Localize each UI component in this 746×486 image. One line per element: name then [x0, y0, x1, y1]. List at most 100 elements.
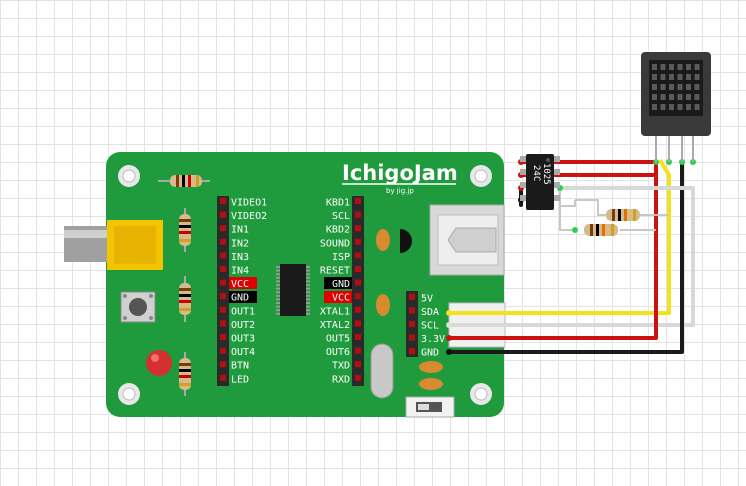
- gnd-label-bg: [324, 277, 352, 289]
- sensor-vent: [652, 64, 657, 70]
- sensor-vent: [669, 74, 674, 80]
- vcc-label-bg: [324, 291, 352, 303]
- sensor-vent: [694, 64, 700, 70]
- chip-leg: [276, 273, 280, 276]
- header-pin: [220, 211, 226, 218]
- pullup-lead: [575, 199, 606, 216]
- header-pin: [220, 198, 226, 204]
- i2c-pin-label: GND: [421, 348, 439, 359]
- ichigojam-board: IchigoJam by jig.jp: [64, 152, 505, 418]
- power-wire: [449, 162, 658, 340]
- i2c-pin-label: 3.3V: [421, 334, 445, 345]
- mounting-hole: [118, 165, 140, 187]
- chip-leg: [306, 298, 310, 301]
- pin-label: VIDEO1: [231, 198, 267, 209]
- pin-label: IN4: [231, 266, 249, 277]
- pin-label: VCC: [332, 293, 350, 304]
- chip-leg: [306, 309, 310, 312]
- pin-label: GND: [332, 279, 350, 290]
- sensor-vent: [652, 94, 657, 100]
- sensor-vent: [669, 84, 674, 90]
- capacitor: [376, 229, 390, 251]
- gnd-label-bg: [229, 291, 257, 303]
- eeprom-chip: 24C 1025: [520, 154, 560, 210]
- header-pin: [220, 293, 226, 300]
- chip-leg: [276, 287, 280, 290]
- eeprom-label-line2: 1025: [541, 163, 551, 185]
- sensor-vent: [652, 104, 657, 110]
- chip-leg: [276, 312, 280, 315]
- chip-leg: [276, 302, 280, 304]
- red-led: [146, 350, 172, 376]
- capacitor: [419, 361, 443, 373]
- board-brand: IchigoJam: [342, 161, 458, 185]
- header-pin: [409, 348, 415, 354]
- temperature-humidity-sensor: [641, 52, 711, 162]
- sensor-vent: [694, 74, 700, 80]
- chip-leg: [306, 294, 310, 297]
- sensor-vent: [660, 84, 666, 90]
- header-pin: [355, 238, 361, 245]
- mounting-hole: [118, 383, 140, 405]
- header-pin: [355, 211, 361, 218]
- chip-leg: [276, 280, 280, 283]
- header-pin: [355, 334, 361, 340]
- header-pin: [355, 293, 361, 300]
- header-pin: [409, 334, 415, 341]
- header-pin: [355, 252, 361, 259]
- pin-label: BTN: [231, 361, 249, 372]
- usb-connector: [429, 204, 505, 276]
- chip-leg: [276, 309, 280, 312]
- pin-label: SCL: [332, 211, 350, 222]
- mounting-hole: [470, 165, 492, 187]
- video-jack: [64, 220, 163, 270]
- i2c-pin-header: [406, 291, 418, 357]
- mounting-hole: [470, 383, 492, 405]
- i2c-pin-label: SDA: [421, 307, 439, 318]
- sensor-vent: [686, 84, 691, 90]
- board-brand-sub: by jig.jp: [386, 187, 414, 195]
- header-pin: [220, 252, 226, 259]
- chip-leg: [276, 284, 280, 286]
- header-pin: [355, 347, 361, 354]
- sensor-vent: [686, 104, 691, 110]
- pin-label: VIDEO2: [231, 211, 267, 222]
- sensor-vent: [677, 94, 683, 100]
- resistor: [179, 276, 191, 322]
- pin-label: VCC: [231, 279, 249, 290]
- header-pin: [355, 225, 361, 232]
- sensor-vent: [669, 104, 674, 110]
- pin-label: OUT1: [231, 306, 255, 317]
- chip-leg: [306, 273, 310, 276]
- power-switch[interactable]: [405, 396, 455, 418]
- header-pin: [220, 320, 226, 327]
- transistor: [400, 229, 412, 253]
- resistor: [179, 208, 191, 252]
- header-pin: [220, 238, 226, 245]
- header-pin: [220, 306, 226, 313]
- chip-leg: [306, 302, 310, 304]
- header-pin: [355, 198, 361, 204]
- header-pin: [355, 320, 361, 327]
- chip-leg: [306, 280, 310, 283]
- chip-leg: [276, 266, 280, 268]
- chip-leg: [276, 305, 280, 308]
- pin-label: OUT4: [231, 347, 255, 358]
- chip-leg: [306, 276, 310, 279]
- chip-leg: [306, 291, 310, 294]
- sensor-vent: [677, 74, 683, 80]
- header-pin: [409, 321, 415, 327]
- pin-label: RXD: [332, 374, 350, 385]
- pin-label: TXD: [332, 361, 350, 372]
- crystal-oscillator: [370, 343, 394, 399]
- chip-leg: [276, 298, 280, 301]
- sensor-vent: [677, 64, 683, 70]
- chip-leg: [276, 269, 280, 272]
- pin-label: LED: [231, 374, 249, 385]
- chip-leg: [276, 291, 280, 294]
- pullup-lead: [560, 200, 576, 207]
- pin-label: OUT2: [231, 320, 255, 331]
- push-button[interactable]: [120, 291, 156, 323]
- resistor: [179, 352, 191, 396]
- resistor: [606, 209, 640, 221]
